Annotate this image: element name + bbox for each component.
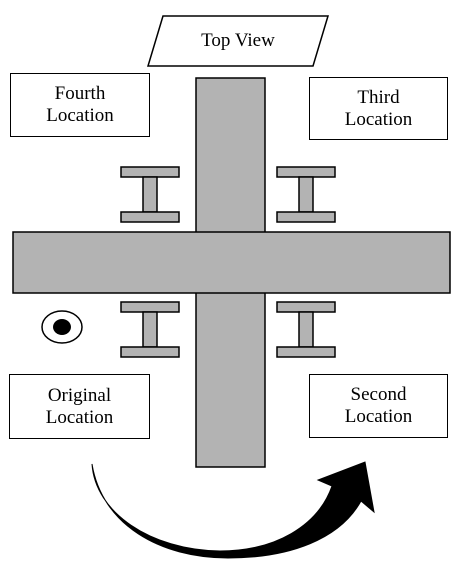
- target-marker-icon: [41, 310, 83, 344]
- curved-arrow-icon: [91, 461, 375, 559]
- title-frame: [146, 15, 330, 67]
- original-location-label: Original Location: [45, 384, 114, 428]
- second-location-label: Second Location: [344, 384, 413, 427]
- horizontal-beam: [12, 231, 451, 294]
- original-location-box: Original Location: [9, 374, 150, 439]
- i-beam-upper-right: [276, 166, 336, 223]
- view-title: Top View: [201, 30, 275, 51]
- i-beam-lower-right: [276, 301, 336, 358]
- fourth-location-label: Fourth Location: [46, 83, 114, 126]
- second-location-box: Second Location: [309, 374, 448, 438]
- i-beam-lower-left: [120, 301, 180, 358]
- third-location-label: Third Location: [344, 86, 413, 130]
- third-location-box: Third Location: [309, 77, 448, 140]
- i-beam-upper-left: [120, 166, 180, 223]
- fourth-location-box: Fourth Location: [10, 73, 150, 137]
